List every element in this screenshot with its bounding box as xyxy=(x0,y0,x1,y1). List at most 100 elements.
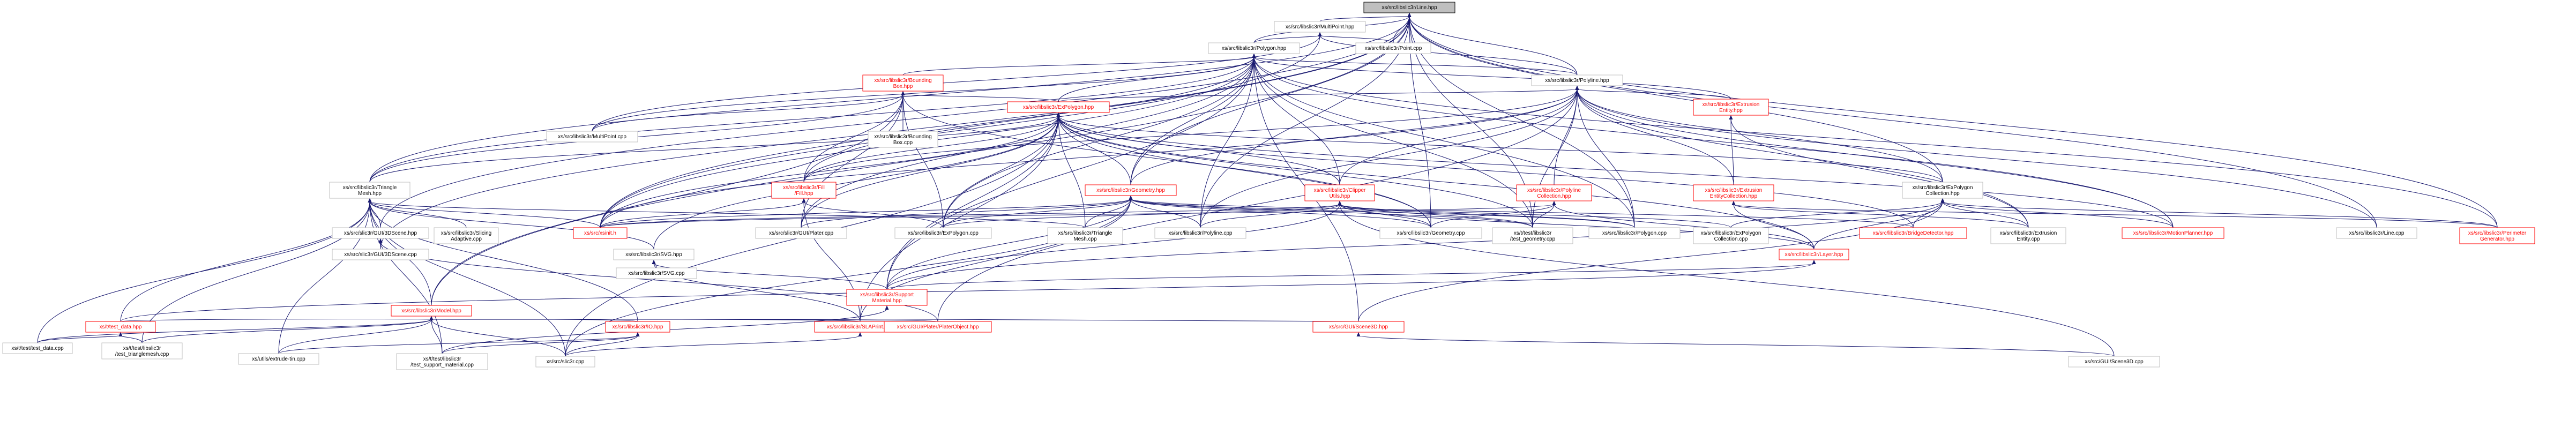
node-label: xs/src/GUI/Scene3D.hpp xyxy=(1329,324,1388,330)
file-node[interactable]: xs/t/test/test_data.cpp xyxy=(2,342,73,354)
file-node[interactable]: xs/src/libslic3r/IO.hpp xyxy=(605,321,670,333)
dependency-edge xyxy=(1200,56,1255,228)
node-box xyxy=(2068,356,2160,368)
node-box xyxy=(1990,227,2066,244)
node-label: xs/src/slic3r/GUI/Plater.cpp xyxy=(769,230,833,236)
file-node[interactable]: xs/src/libslic3r/Fill/Fill.hpp xyxy=(771,182,837,199)
dependency-edge xyxy=(1200,88,1578,228)
edge-arrowhead xyxy=(1575,86,1579,90)
dependency-edge xyxy=(600,198,1131,228)
edge-arrowhead xyxy=(368,198,372,203)
file-node[interactable]: xs/src/libslic3r/Model.hpp xyxy=(391,305,472,317)
dependency-edge xyxy=(1058,115,1815,250)
node-box xyxy=(1274,21,1366,33)
file-node[interactable]: xs/src/libslic3r/ExtrusionEntityCollecti… xyxy=(1693,184,1774,201)
node-label: Entity.hpp xyxy=(1719,108,1743,114)
node-label: xs/src/libslic3r/Fill xyxy=(783,185,825,191)
file-node[interactable]: xs/t/test/libslic3r/test_support_materia… xyxy=(396,353,488,370)
file-node[interactable]: xs/src/GUI/Scene3D.hpp xyxy=(1312,321,1405,333)
dependency-edge xyxy=(902,56,1255,76)
node-box xyxy=(1516,184,1592,201)
file-node[interactable]: xs/src/GUI/Plater/PlaterObject.hpp xyxy=(884,321,992,333)
dependency-edge xyxy=(431,319,443,354)
node-label: xs/src/libslic3r/Clipper xyxy=(1314,188,1366,193)
dependency-edge xyxy=(1409,16,1635,228)
file-node[interactable]: xs/src/libslic3r/Point.cpp xyxy=(1355,42,1431,54)
node-label: xs/src/libslic3r/MotionPlanner.hpp xyxy=(2133,230,2213,236)
file-node[interactable]: xs/src/slic3r.cpp xyxy=(535,356,595,368)
node-box xyxy=(1531,74,1623,86)
file-node[interactable]: xs/src/libslic3r/SVG.hpp xyxy=(613,249,695,260)
dependency-edge xyxy=(1253,56,1578,76)
dependency-edge xyxy=(653,115,1059,250)
file-node[interactable]: xs/src/slic3r/GUI/Plater.cpp xyxy=(755,227,847,239)
file-node[interactable]: xs/t/test_data.hpp xyxy=(85,321,156,333)
node-label: xs/src/libslic3r/Geometry.hpp xyxy=(1096,188,1165,193)
file-node[interactable]: xs/src/libslic3r/ExPolygon.hpp xyxy=(1007,101,1110,113)
dependency-edge xyxy=(120,318,432,322)
dependency-edge xyxy=(1058,115,1340,185)
file-node[interactable]: xs/t/test/libslic3r/test_geometry.cpp xyxy=(1492,227,1573,244)
dependency-edge xyxy=(1532,204,1555,228)
dependency-edge xyxy=(600,204,1340,228)
node-label: xs/src/slic3r/GUI/3DScene.hpp xyxy=(344,230,417,236)
node-box xyxy=(1693,99,1769,116)
file-node[interactable]: xs/src/slic3r/GUI/3DScene.hpp xyxy=(332,227,429,239)
edge-arrowhead xyxy=(118,332,123,336)
file-node[interactable]: xs/src/libslic3r/Geometry.hpp xyxy=(1085,184,1177,196)
node-label: xs/src/libslic3r/Slicing xyxy=(441,230,491,236)
node-label: Collection.hpp xyxy=(1537,193,1571,199)
node-box xyxy=(1379,227,1482,239)
dependency-edge xyxy=(1058,115,1914,228)
file-node[interactable]: xs/src/libslic3r/Geometry.cpp xyxy=(1379,227,1482,239)
node-box xyxy=(605,321,670,333)
dependency-edge xyxy=(600,204,1555,228)
file-node[interactable]: xs/src/libslic3r/Polyline.hpp xyxy=(1531,74,1623,86)
dependency-edge xyxy=(1339,204,1731,228)
node-label: Box.hpp xyxy=(893,84,913,89)
file-node[interactable]: xs/src/libslic3r/SVG.cpp xyxy=(616,267,697,279)
file-node[interactable]: xs/src/libslic3r/Polyline.cpp xyxy=(1154,227,1246,239)
node-box xyxy=(884,321,992,333)
dependency-edge xyxy=(369,115,1059,183)
dependency-edge xyxy=(1130,198,1635,228)
file-node[interactable]: xs/src/xsinit.h xyxy=(573,227,628,239)
file-node[interactable]: xs/src/slic3r/GUI/3DScene.cpp xyxy=(332,249,429,260)
dependency-edge xyxy=(1358,335,2115,357)
file-node[interactable]: xs/src/libslic3r/BridgeDetector.hpp xyxy=(1859,227,1967,239)
file-node[interactable]: xs/utils/extrude-tin.cpp xyxy=(238,353,319,365)
dependency-edge xyxy=(120,335,143,343)
file-node[interactable]: xs/src/libslic3r/MotionPlanner.hpp xyxy=(2122,227,2224,239)
file-node[interactable]: xs/src/libslic3r/ExPolygon.cpp xyxy=(894,227,992,239)
file-node[interactable]: xs/t/test/libslic3r/test_trianglemesh.cp… xyxy=(101,342,183,359)
file-node[interactable]: xs/src/libslic3r/MultiPoint.cpp xyxy=(546,131,638,143)
dependency-edge xyxy=(37,335,121,343)
dependency-edge xyxy=(937,88,1578,322)
node-box xyxy=(101,342,183,359)
file-node[interactable]: xs/src/libslic3r/Line.cpp xyxy=(2336,227,2417,239)
dependency-edge xyxy=(1358,201,1943,322)
file-node[interactable]: xs/src/libslic3r/MultiPoint.hpp xyxy=(1274,21,1366,33)
dependency-edge xyxy=(1319,35,1394,43)
file-node[interactable]: xs/src/libslic3r/Polygon.hpp xyxy=(1208,42,1300,54)
dependency-edge xyxy=(1130,16,1410,185)
node-label: xs/src/libslic3r/Bounding xyxy=(874,134,931,140)
file-node[interactable]: xs/src/libslic3r/Polygon.cpp xyxy=(1588,227,1681,239)
file-node[interactable]: xs/src/libslic3r/Layer.hpp xyxy=(1779,249,1849,260)
file-node[interactable]: xs/src/GUI/Scene3D.cpp xyxy=(2068,356,2160,368)
node-label: xs/src/libslic3r/ExPolygon.hpp xyxy=(1023,104,1094,110)
dependency-edge xyxy=(886,198,1131,290)
